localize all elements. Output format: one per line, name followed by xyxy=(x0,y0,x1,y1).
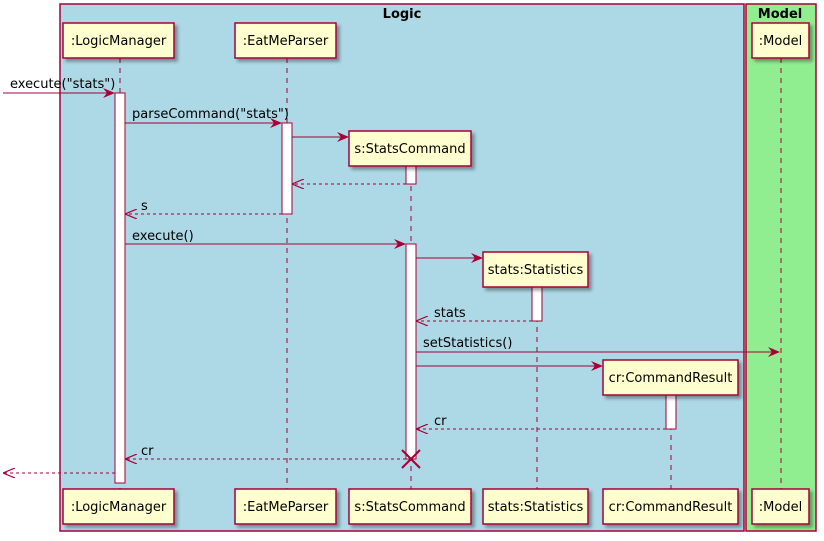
participant-logic-manager-top-label: :LogicManager xyxy=(71,34,167,49)
message-return-cr-2-label: cr xyxy=(141,444,154,459)
activation-statistics xyxy=(531,286,543,322)
destroy-marker-icon xyxy=(401,449,421,469)
participant-eatme-parser-top xyxy=(234,22,337,59)
participant-stats-command-top xyxy=(348,130,472,167)
participant-eatme-parser-bottom-label: :EatMeParser xyxy=(243,500,329,515)
logic-frame: Logic xyxy=(59,3,745,532)
logic-frame-title: Logic xyxy=(383,7,422,22)
message-set-statistics-label: setStatistics() xyxy=(423,336,512,351)
participants: :LogicManager :LogicManager :EatMeParser… xyxy=(62,22,810,525)
participant-logic-manager-bottom-label: :LogicManager xyxy=(71,500,167,515)
participant-model-bottom xyxy=(751,488,810,525)
participant-logic-manager-bottom xyxy=(62,488,175,525)
participant-model-top-label: :Model xyxy=(759,34,802,49)
message-execute-stats-label: execute("stats") xyxy=(10,77,115,92)
messages xyxy=(3,88,780,473)
message-return-cr-1-label: cr xyxy=(434,414,447,429)
participant-stats-command-bottom-label: s:StatsCommand xyxy=(354,500,465,515)
participant-stats-command-top-label: s:StatsCommand xyxy=(354,142,465,157)
message-labels: execute("stats") parseCommand("stats") s… xyxy=(10,77,512,459)
activation-command-result xyxy=(665,394,677,430)
participant-command-result-bottom xyxy=(602,488,739,525)
participant-statistics-bottom-label: stats:Statistics xyxy=(488,500,584,515)
participant-logic-manager-top xyxy=(62,22,175,59)
activation-bars xyxy=(114,92,677,484)
participant-model-bottom-label: :Model xyxy=(759,500,802,515)
message-return-stats-label: stats xyxy=(434,306,466,321)
model-frame-title: Model xyxy=(758,7,802,22)
message-return-s-label: s xyxy=(141,199,148,214)
activation-eatme-parser xyxy=(281,122,293,215)
participant-eatme-parser-bottom xyxy=(234,488,337,525)
participant-stats-command-bottom xyxy=(348,488,472,525)
activation-stats-command-execute xyxy=(405,243,417,460)
participant-eatme-parser-top-label: :EatMeParser xyxy=(243,34,329,49)
logic-frame-box xyxy=(59,3,745,532)
participant-command-result-top-label: cr:CommandResult xyxy=(609,371,733,386)
participant-statistics-top xyxy=(482,251,589,288)
participant-model-top xyxy=(751,22,810,59)
participant-command-result-bottom-label: cr:CommandResult xyxy=(609,500,733,515)
message-parse-command-label: parseCommand("stats") xyxy=(132,107,289,122)
participant-command-result-top xyxy=(602,359,739,396)
activation-logic-manager xyxy=(114,92,126,484)
activation-stats-command-create xyxy=(405,165,417,185)
participant-statistics-top-label: stats:Statistics xyxy=(488,263,584,278)
message-execute-label: execute() xyxy=(132,229,194,244)
participant-statistics-bottom xyxy=(482,488,589,525)
